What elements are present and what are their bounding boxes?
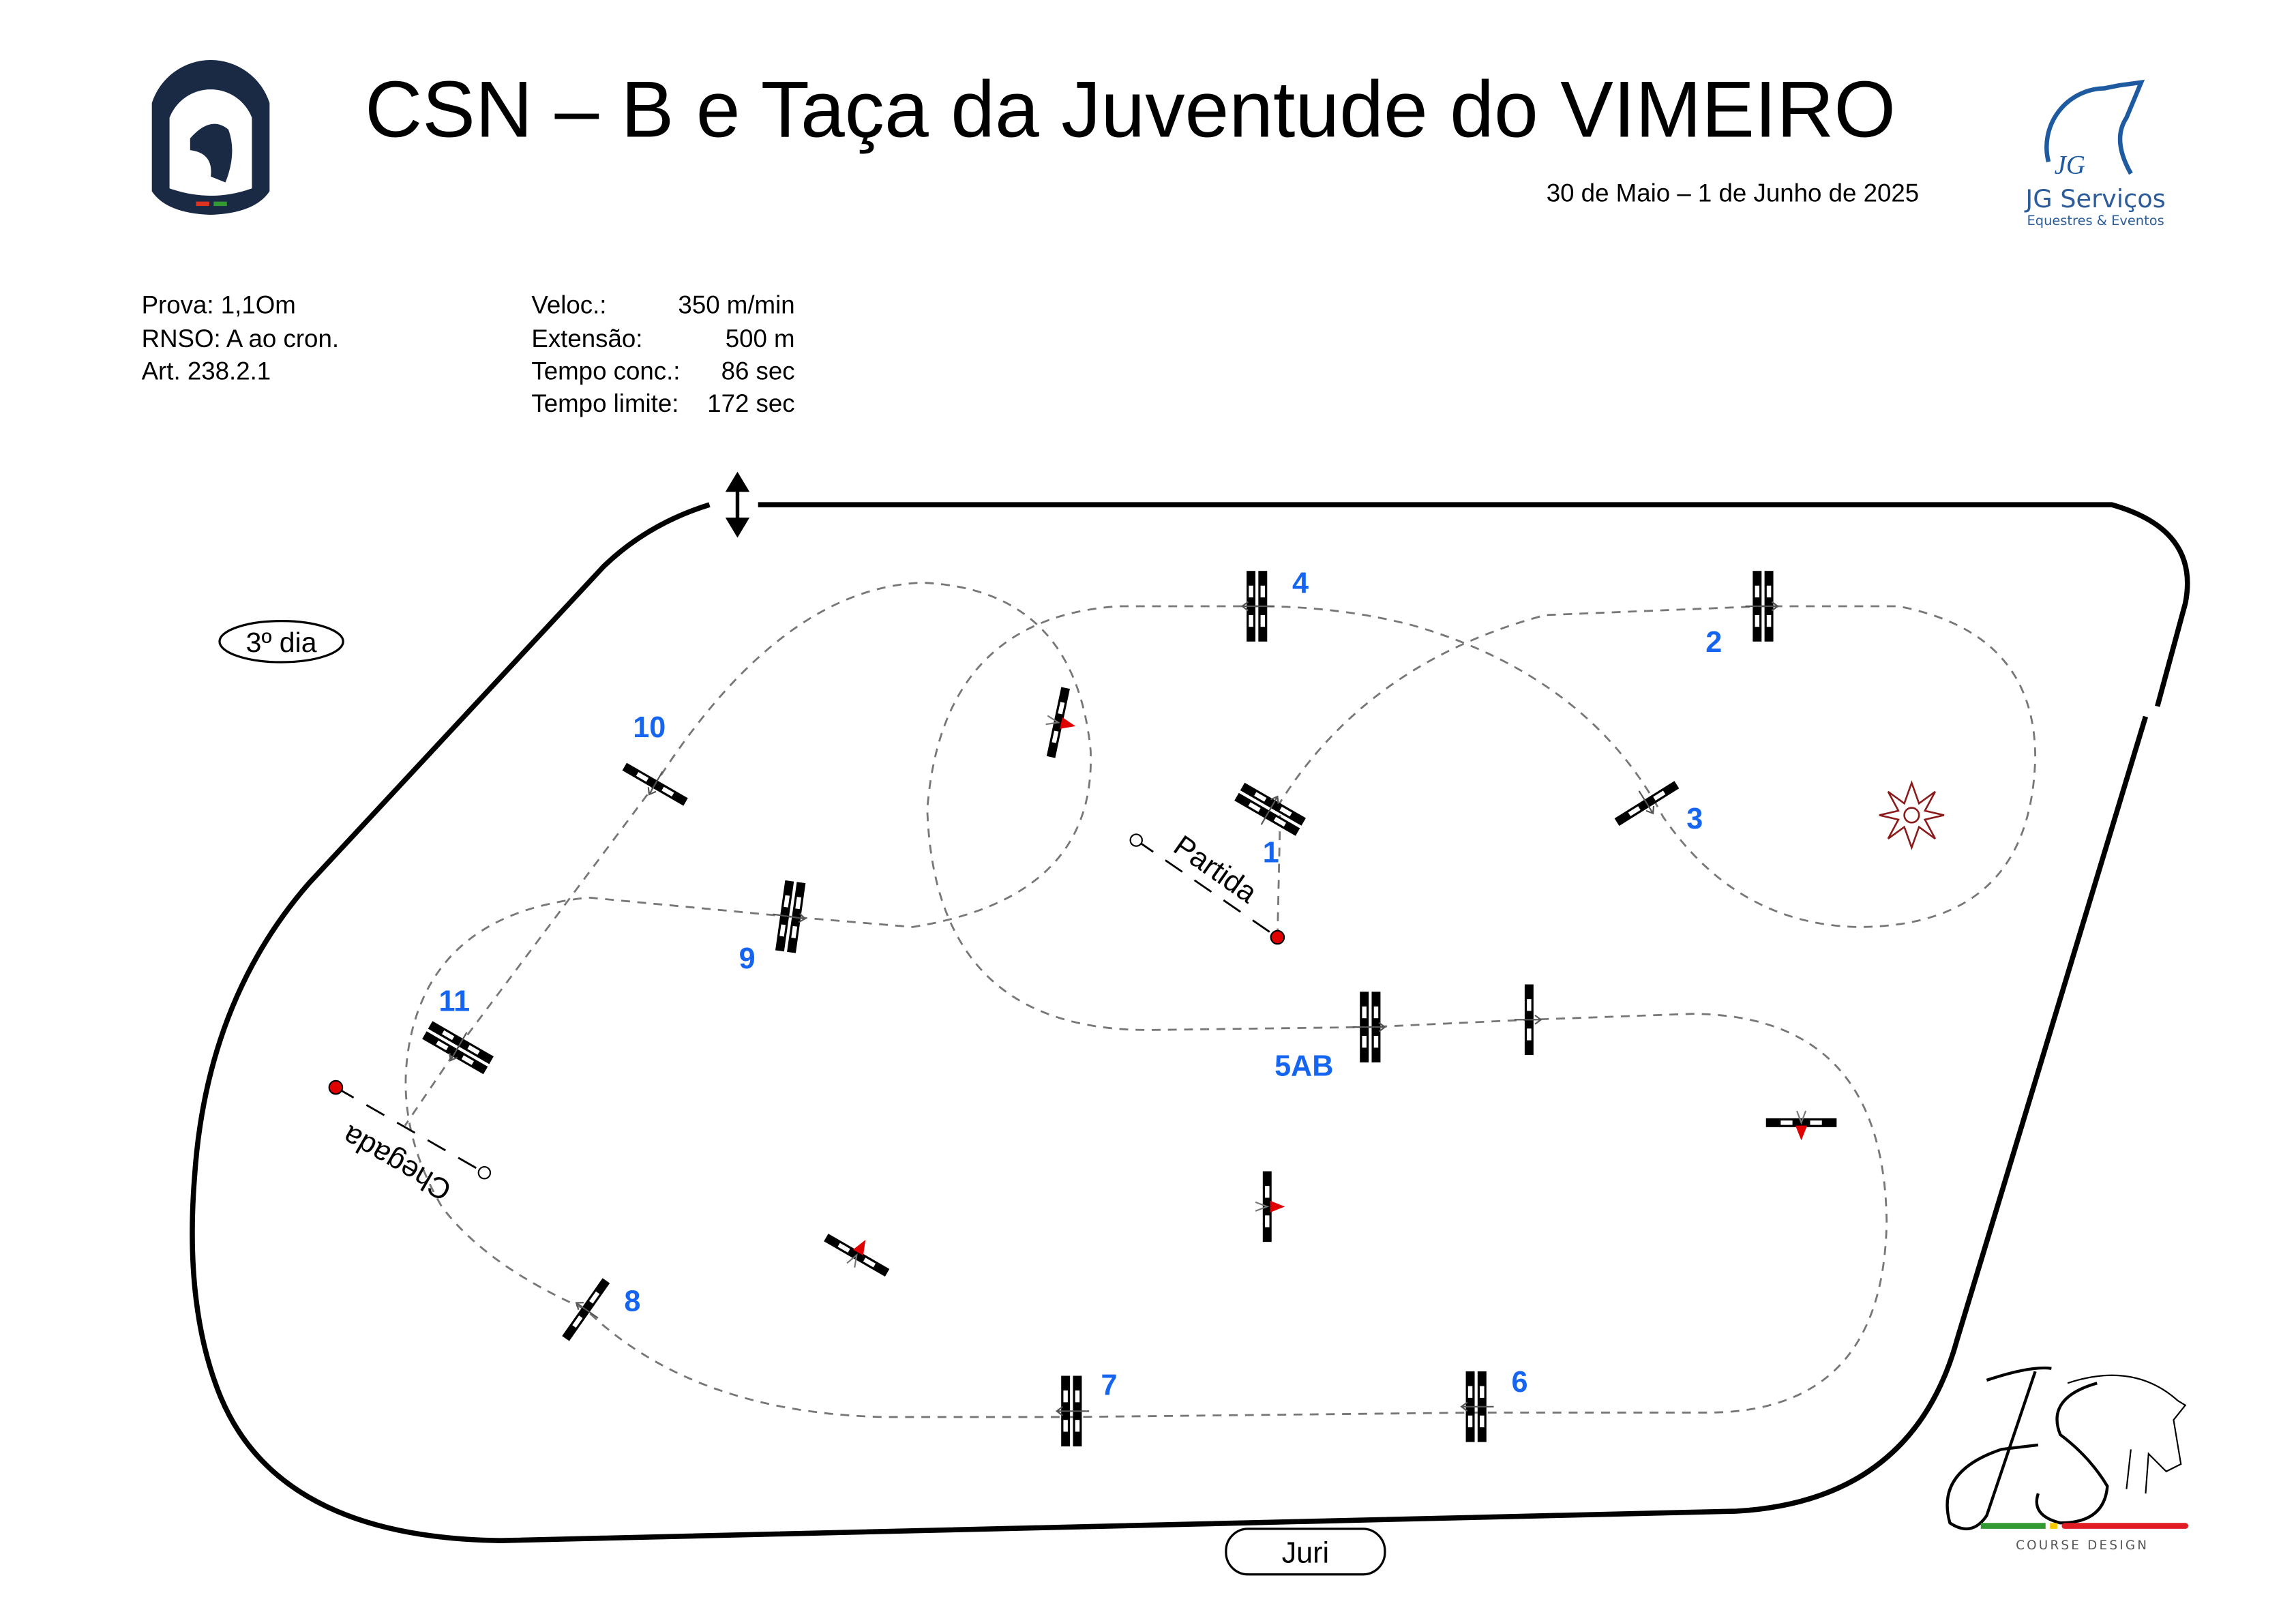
course-route (404, 582, 2037, 1418)
obstacle-11 (420, 1015, 497, 1078)
svg-text:Chegada: Chegada (337, 1119, 457, 1207)
obstacle-2-number: 2 (1705, 626, 1722, 659)
obstacle-3 (1609, 772, 1683, 832)
spare-fence (1766, 1111, 1837, 1140)
svg-text:JG: JG (2055, 151, 2085, 180)
day-badge: 3º dia (218, 619, 344, 664)
obstacle-9-number: 9 (739, 942, 756, 975)
course-stats: Veloc.: 350 m/min Extensão: 500 m Tempo co… (531, 291, 794, 418)
obstacle-10-number: 10 (633, 711, 666, 744)
obstacle-9 (768, 879, 809, 953)
obstacle-4 (1242, 571, 1274, 642)
svg-text:Tempo limite:: Tempo limite: (531, 389, 679, 417)
arena-boundary (190, 502, 2149, 1543)
svg-text:COURSE DESIGN: COURSE DESIGN (2016, 1538, 2149, 1553)
obstacle-3-number: 3 (1686, 803, 1703, 835)
obstacle-6 (1461, 1371, 1493, 1442)
js-course-design-logo: COURSE DESIGN (1945, 1366, 2189, 1553)
spare-fence (1255, 1172, 1285, 1242)
obstacle-6-number: 6 (1511, 1366, 1527, 1399)
arena-boundary-2 (758, 502, 2190, 707)
svg-text:172 sec: 172 sec (707, 389, 794, 417)
obstacle-8 (556, 1274, 618, 1347)
obstacle-1 (1231, 779, 1308, 842)
jg-logo: JG JG Serviços Equestres & Eventos (2024, 79, 2166, 228)
obstacle-8-number: 8 (624, 1285, 640, 1318)
fep-logo (151, 60, 270, 215)
obstacle-5ab-number: 5AB (1274, 1049, 1333, 1082)
obstacle-11-number: 11 (438, 985, 470, 1017)
svg-text:Extensão:: Extensão: (531, 325, 642, 353)
obstacle-10 (618, 754, 693, 812)
obstacle-5b (1515, 985, 1541, 1056)
svg-text:Juri: Juri (1282, 1537, 1330, 1570)
obstacle-7 (1057, 1375, 1089, 1446)
obstacle-2 (1746, 571, 1778, 642)
obstacle-7-number: 7 (1101, 1369, 1117, 1402)
page-title: CSN – B e Taça da Juventude do VIMEIRO (365, 65, 1896, 154)
svg-text:Art. 238.2.1: Art. 238.2.1 (142, 357, 271, 385)
svg-text:Prova: 1,1Om: Prova: 1,1Om (142, 291, 296, 319)
event-dates: 30 de Maio – 1 de Junho de 2025 (1547, 179, 1919, 207)
jury-box: Juri (1225, 1528, 1386, 1576)
spare-fence (820, 1222, 896, 1283)
class-info: Prova: 1,1Om RNSO: A ao cron. Art. 238.2… (142, 291, 339, 385)
obstacle-5a (1352, 992, 1384, 1062)
svg-text:Tempo conc.:: Tempo conc.: (531, 357, 680, 385)
gate-icon (725, 471, 750, 538)
svg-text:RNSO: A ao cron.: RNSO: A ao cron. (142, 325, 339, 353)
finish-line: Chegada (328, 1079, 492, 1207)
svg-text:Equestres & Eventos: Equestres & Eventos (2027, 213, 2164, 228)
flower-star-icon (1879, 780, 1945, 850)
svg-text:Partida: Partida (1167, 829, 1263, 910)
svg-text:350 m/min: 350 m/min (678, 291, 794, 319)
svg-text:86 sec: 86 sec (721, 357, 795, 385)
spare-fence (1039, 685, 1083, 760)
svg-text:3º dia: 3º dia (246, 627, 317, 658)
svg-text:JG Serviços: JG Serviços (2024, 184, 2165, 213)
svg-text:Veloc.:: Veloc.: (531, 291, 606, 319)
obstacle-1-number: 1 (1263, 836, 1279, 869)
obstacle-4-number: 4 (1292, 567, 1309, 600)
svg-text:500 m: 500 m (726, 325, 795, 353)
start-line: Partida (1129, 829, 1285, 945)
